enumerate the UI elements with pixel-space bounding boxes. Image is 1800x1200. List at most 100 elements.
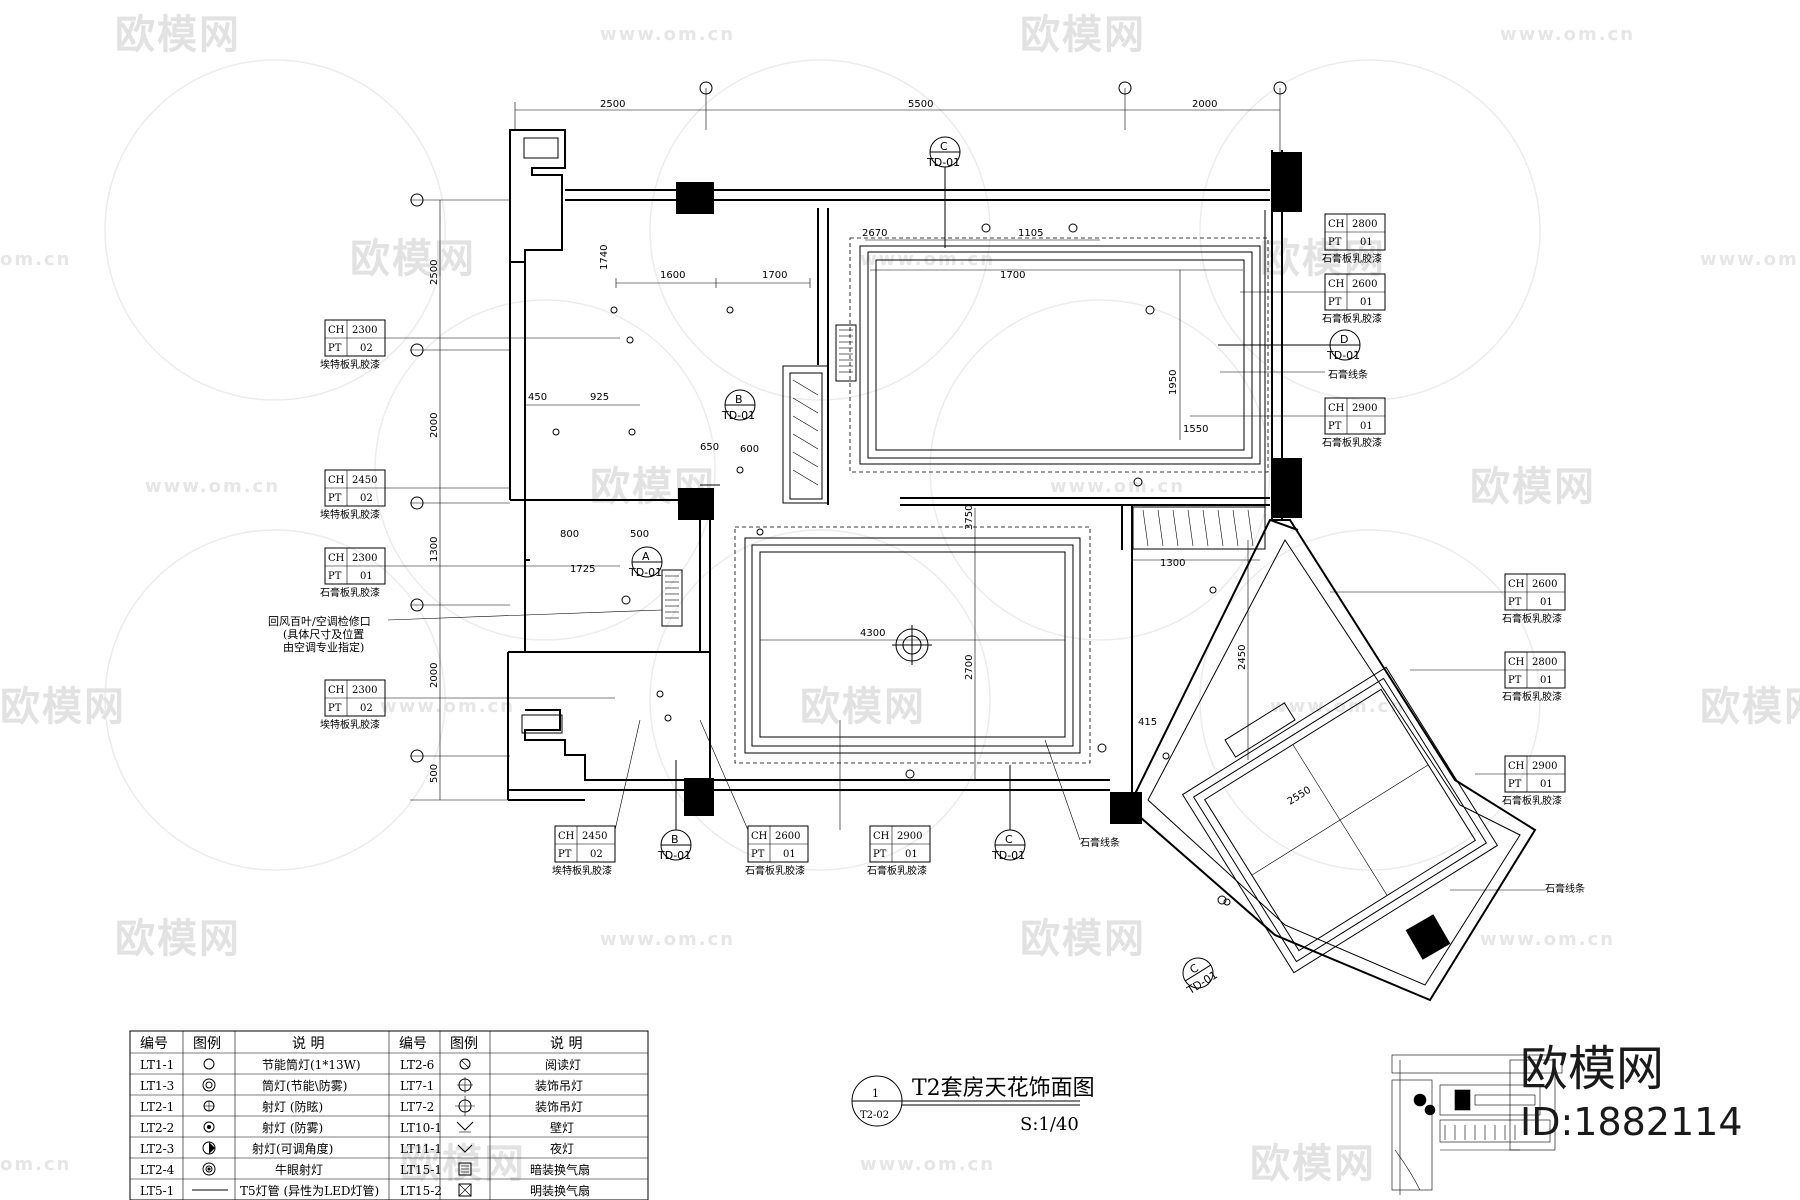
svg-text:01: 01 — [783, 849, 796, 860]
svg-text:PT: PT — [328, 493, 342, 504]
section-bubble: C TD-01 — [1182, 957, 1220, 997]
dim-label: 2000 — [429, 413, 440, 438]
svg-text:02: 02 — [360, 703, 373, 714]
dim-label: 2700 — [964, 655, 975, 680]
legend-row: LT1-1 节能筒灯(1*13W) LT2-6 阅读灯 — [140, 1057, 581, 1072]
watermark-url: www.om.cn — [1270, 696, 1405, 717]
watermark-logo: 欧模网 — [800, 684, 926, 730]
svg-text:TD-01: TD-01 — [628, 566, 662, 579]
svg-text:装饰吊灯: 装饰吊灯 — [535, 1100, 583, 1114]
svg-text:射灯(可调角度): 射灯(可调角度) — [252, 1141, 333, 1156]
section-bubble: A TD-01 — [628, 546, 663, 579]
svg-text:02: 02 — [360, 493, 373, 504]
drawing-scale: S:1/40 — [1020, 1114, 1079, 1135]
svg-text:B: B — [735, 393, 743, 406]
svg-text:CH: CH — [1328, 219, 1345, 230]
watermark-logo: 欧模网 — [350, 236, 476, 282]
svg-text:石膏板乳胶漆: 石膏板乳胶漆 — [745, 864, 805, 877]
svg-text:01: 01 — [1360, 237, 1373, 248]
dim-label: 800 — [560, 529, 579, 540]
legend-row: LT2-4 牛眼射灯 LT15-1 暗装换气扇 — [140, 1162, 590, 1177]
svg-text:LT10-1: LT10-1 — [400, 1121, 442, 1135]
svg-text:2450: 2450 — [352, 475, 377, 486]
svg-text:PT: PT — [328, 343, 342, 354]
watermark-logo: 欧模网 — [1470, 464, 1596, 510]
svg-text:阅读灯: 阅读灯 — [545, 1058, 581, 1072]
legend-row: LT5-1 T5灯管 (异性为LED灯管) LT15-2 明装换气扇 — [140, 1183, 590, 1198]
svg-text:壁灯: 壁灯 — [550, 1120, 574, 1135]
top-dimension-chain: 2500 5500 2000 — [514, 81, 1287, 190]
watermark-url: www.om.cn — [860, 1154, 995, 1175]
plaster-line-note: 石膏线条 — [1080, 836, 1120, 849]
svg-text:石膏板乳胶漆: 石膏板乳胶漆 — [1502, 690, 1562, 703]
svg-text:PT: PT — [1508, 597, 1522, 608]
svg-text:LT7-1: LT7-1 — [400, 1079, 434, 1093]
svg-text:C: C — [1005, 833, 1013, 846]
dim-label: 450 — [528, 392, 547, 403]
dim-label: 2550 — [1286, 785, 1313, 808]
svg-text:LT2-2: LT2-2 — [140, 1121, 174, 1135]
svg-text:明装换气扇: 明装换气扇 — [530, 1183, 590, 1198]
svg-text:石膏板乳胶漆: 石膏板乳胶漆 — [867, 864, 927, 877]
svg-text:埃特板乳胶漆: 埃特板乳胶漆 — [320, 358, 380, 371]
svg-text:CH: CH — [1508, 657, 1525, 668]
drawing-number: 1 — [872, 1087, 879, 1100]
return-air-note: (具体尺寸及位置 — [283, 627, 364, 641]
dim-label: 1725 — [570, 564, 595, 575]
svg-text:CH: CH — [751, 831, 768, 842]
svg-text:LT2-6: LT2-6 — [400, 1058, 434, 1072]
dim-label: 650 — [700, 442, 719, 453]
svg-text:LT2-3: LT2-3 — [140, 1142, 174, 1156]
svg-text:TD-01: TD-01 — [1184, 968, 1220, 997]
dim-label: 5500 — [908, 99, 933, 110]
svg-text:PT: PT — [1328, 237, 1342, 248]
svg-text:01: 01 — [360, 571, 373, 582]
svg-text:2300: 2300 — [352, 553, 377, 564]
svg-text:TD-01: TD-01 — [926, 156, 960, 169]
dim-label: 2500 — [429, 260, 440, 285]
dim-label: 1950 — [1168, 370, 1179, 395]
svg-text:编号: 编号 — [140, 1036, 168, 1052]
watermark-url: www.om.cn — [1050, 476, 1185, 497]
legend-row: LT1-3 筒灯(节能\防雾) LT7-1 装饰吊灯 — [140, 1077, 583, 1093]
dim-label: 2670 — [862, 228, 887, 239]
svg-text:CH: CH — [328, 553, 345, 564]
svg-text:编号: 编号 — [399, 1036, 427, 1052]
svg-text:PT: PT — [1328, 297, 1342, 308]
svg-text:2900: 2900 — [897, 831, 922, 842]
svg-text:埃特板乳胶漆: 埃特板乳胶漆 — [320, 718, 380, 731]
watermark-url: www.om.cn — [600, 24, 735, 45]
svg-text:LT2-4: LT2-4 — [140, 1163, 175, 1177]
watermark-logo: 欧模网 — [1020, 12, 1146, 58]
svg-text:TD-01: TD-01 — [1326, 349, 1360, 362]
branding-block: 欧模网 ID:1882114 — [1520, 1041, 1743, 1144]
svg-text:LT1-1: LT1-1 — [140, 1058, 174, 1072]
svg-text:2300: 2300 — [352, 685, 377, 696]
key-plan — [1391, 1054, 1563, 1195]
ceiling-features: 1600 1700 2670 1105 1700 450 925 650 600… — [525, 223, 1499, 974]
watermark-logo: 欧模网 — [1250, 1141, 1376, 1187]
dim-label: 2000 — [429, 663, 440, 688]
svg-text:图例: 图例 — [450, 1036, 478, 1052]
svg-text:2300: 2300 — [352, 325, 377, 336]
svg-text:2600: 2600 — [775, 831, 800, 842]
svg-text:CH: CH — [1328, 403, 1345, 414]
svg-text:牛眼射灯: 牛眼射灯 — [275, 1162, 323, 1177]
svg-text:CH: CH — [328, 685, 345, 696]
brand-name: 欧模网 — [1520, 1041, 1664, 1097]
drawing-title-block: 1 T2-02 T2套房天花饰面图 S:1/40 — [851, 1075, 1095, 1135]
section-bubble: C TD-01 — [926, 136, 961, 248]
watermark-url: om.cn — [0, 249, 71, 270]
svg-text:石膏板乳胶漆: 石膏板乳胶漆 — [1502, 794, 1562, 807]
svg-text:LT1-3: LT1-3 — [140, 1079, 174, 1093]
watermark-url: www.om.cn — [145, 476, 280, 497]
watermark-url: www.om.cn — [1500, 24, 1635, 45]
svg-text:CH: CH — [1328, 279, 1345, 290]
svg-text:PT: PT — [1508, 675, 1522, 686]
svg-text:LT11-1: LT11-1 — [400, 1142, 442, 1156]
drawing-title: T2套房天花饰面图 — [912, 1076, 1095, 1101]
